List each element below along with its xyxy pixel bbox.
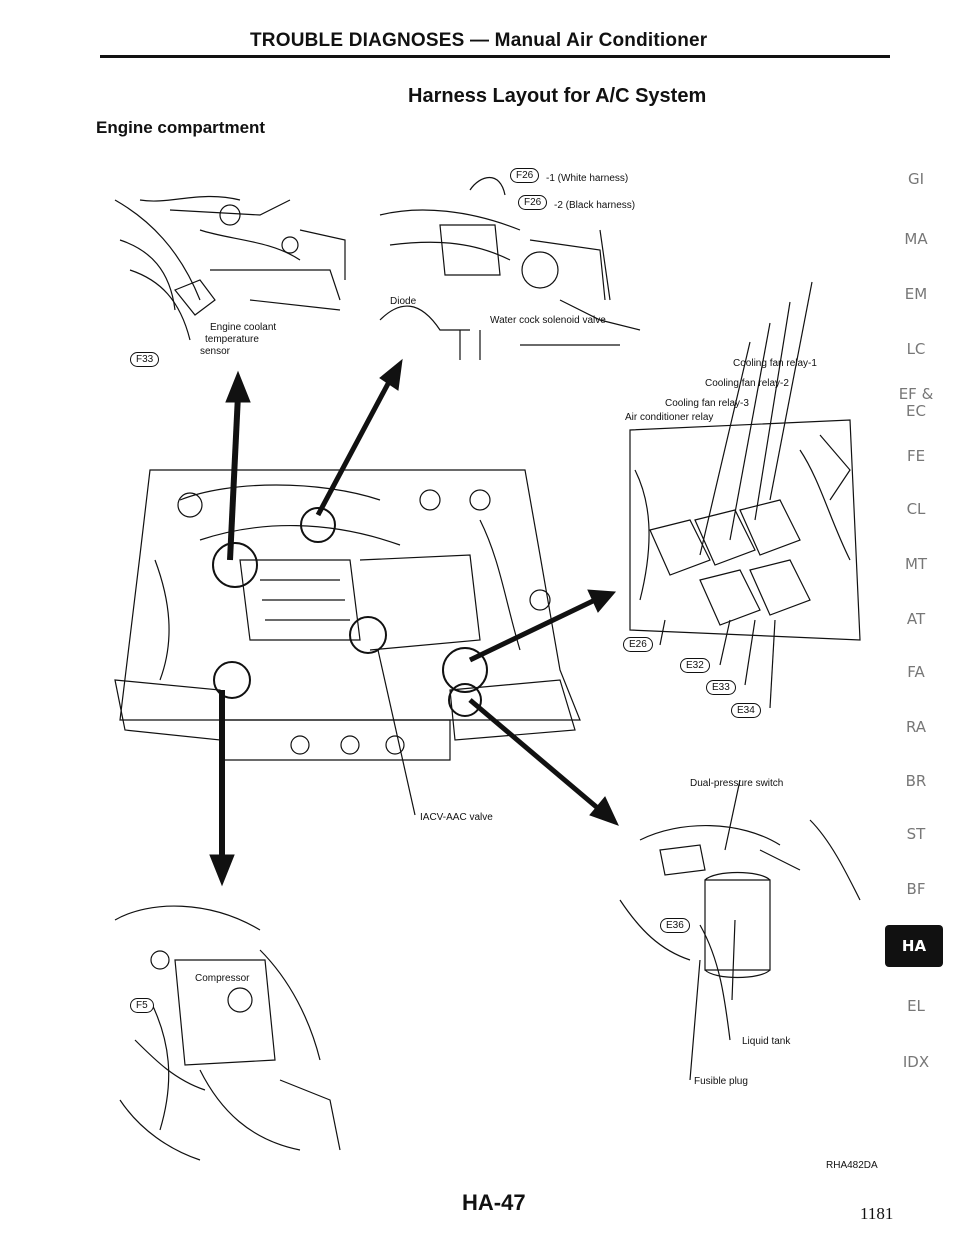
iacv-label: IACV-AAC valve bbox=[420, 812, 493, 823]
tab-at[interactable]: AT bbox=[906, 610, 926, 628]
tab-cl[interactable]: CL bbox=[906, 500, 926, 518]
tab-ha-active[interactable]: HA bbox=[885, 925, 943, 967]
water-cock-label: Water cock solenoid valve bbox=[490, 315, 606, 326]
page-header: TROUBLE DIAGNOSES — Manual Air Condition… bbox=[250, 30, 708, 51]
engine-coolant-label-3: sensor bbox=[200, 346, 231, 357]
f26-1-label: -1 (White harness) bbox=[546, 173, 629, 184]
section-title: Engine compartment bbox=[96, 118, 266, 137]
tab-st[interactable]: ST bbox=[906, 825, 926, 843]
connector-f33: F33 bbox=[130, 352, 160, 367]
page-number: 1181 bbox=[860, 1204, 894, 1223]
tab-gi[interactable]: GI bbox=[907, 170, 925, 188]
tab-fa[interactable]: FA bbox=[907, 663, 925, 681]
tab-lc[interactable]: LC bbox=[906, 340, 926, 358]
connector-e26: E26 bbox=[623, 637, 653, 652]
inset-relays bbox=[629, 281, 861, 709]
connector-f5: F5 bbox=[130, 998, 154, 1013]
tab-el[interactable]: EL bbox=[907, 997, 925, 1015]
engine-coolant-label-2: temperature bbox=[205, 334, 259, 345]
cooling-fan-relay-2-label: Cooling fan relay-2 bbox=[705, 378, 789, 389]
connector-f26-2: F26 bbox=[518, 195, 548, 210]
connector-e34: E34 bbox=[731, 703, 761, 718]
tab-br[interactable]: BR bbox=[905, 772, 927, 790]
ac-relay-label: Air conditioner relay bbox=[625, 412, 714, 423]
page-label: HA-47 bbox=[462, 1190, 526, 1215]
inset-liquid-tank bbox=[619, 779, 861, 1081]
tab-ra[interactable]: RA bbox=[905, 718, 927, 736]
location-arrows bbox=[209, 358, 619, 887]
figure-code: RHA482DA bbox=[826, 1160, 878, 1171]
diode-label: Diode bbox=[390, 296, 417, 307]
connector-e32: E32 bbox=[680, 658, 710, 673]
tab-bf[interactable]: BF bbox=[906, 880, 926, 898]
connector-f26-1: F26 bbox=[510, 168, 540, 183]
page-subtitle: Harness Layout for A/C System bbox=[408, 85, 707, 107]
connector-e33: E33 bbox=[706, 680, 736, 695]
tab-idx[interactable]: IDX bbox=[902, 1053, 930, 1071]
tab-ef[interactable]: EF & bbox=[898, 385, 934, 403]
tab-em[interactable]: EM bbox=[904, 285, 928, 303]
engine-bay-illustration bbox=[114, 469, 581, 816]
fusible-plug-label: Fusible plug bbox=[694, 1076, 748, 1087]
f26-2-label: -2 (Black harness) bbox=[554, 200, 636, 211]
cooling-fan-relay-3-label: Cooling fan relay-3 bbox=[665, 398, 749, 409]
tab-ec[interactable]: EC bbox=[906, 402, 926, 420]
dual-pressure-label: Dual-pressure switch bbox=[690, 778, 784, 789]
compressor-label: Compressor bbox=[195, 973, 250, 984]
engine-coolant-label-1: Engine coolant bbox=[210, 322, 277, 333]
tab-mt[interactable]: MT bbox=[904, 555, 928, 573]
inset-compressor bbox=[114, 905, 341, 1161]
header-rule bbox=[100, 55, 890, 58]
inset-coolant-sensor bbox=[114, 195, 346, 341]
liquid-tank-label: Liquid tank bbox=[742, 1036, 791, 1047]
cooling-fan-relay-1-label: Cooling fan relay-1 bbox=[733, 358, 817, 369]
tab-fe[interactable]: FE bbox=[906, 447, 926, 465]
tab-ma[interactable]: MA bbox=[904, 230, 928, 248]
connector-e36: E36 bbox=[660, 918, 690, 933]
inset-water-cock bbox=[379, 177, 641, 360]
